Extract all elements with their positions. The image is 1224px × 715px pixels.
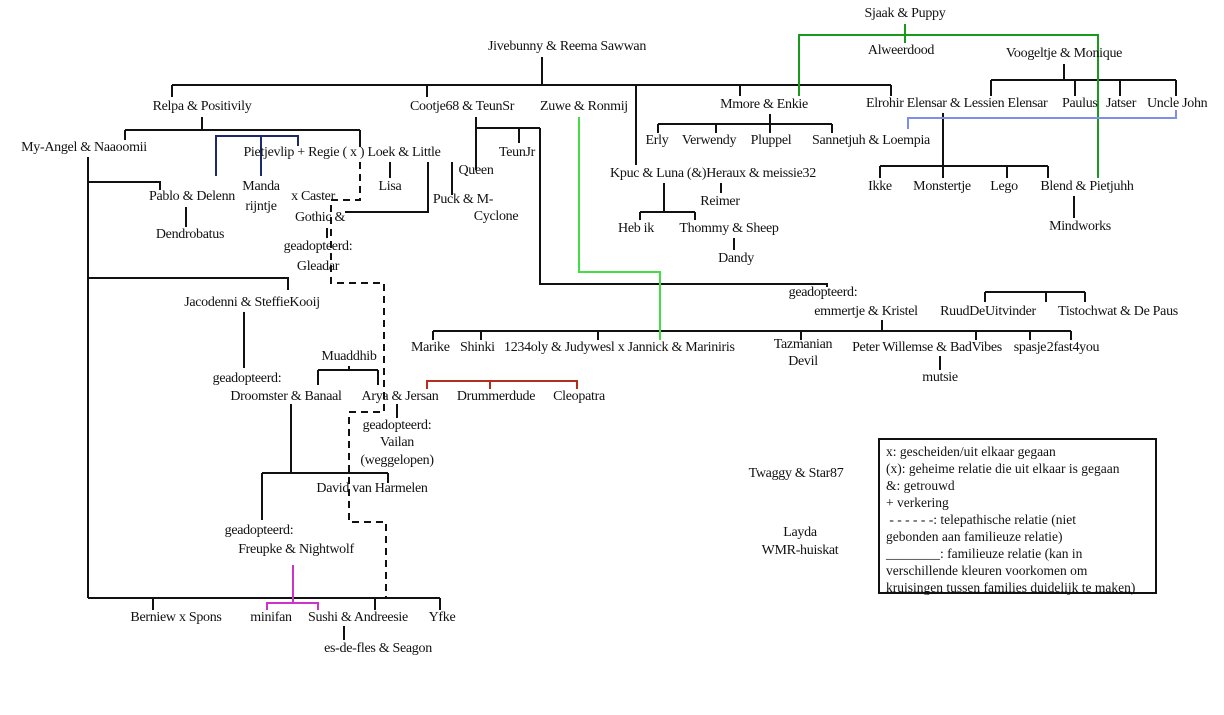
light-green-line [578, 117, 661, 340]
node: minifan [250, 610, 292, 625]
node: Sjaak & Puppy [864, 6, 946, 21]
node: RuudDeUitvinder [940, 304, 1036, 319]
node: Freupke & Nightwolf [238, 542, 354, 557]
node: Dandy [718, 251, 754, 266]
node: Reimer [700, 194, 740, 209]
node: Erly [645, 133, 669, 148]
node: Monstertje [913, 179, 971, 194]
node: Mmore & Enkie [720, 97, 808, 112]
node: Droomster & Banaal [230, 389, 342, 404]
node: geadopteerd: [788, 285, 858, 300]
node: Gothic & [294, 210, 346, 225]
node: mutsie [922, 370, 958, 385]
legend-item: - - - - - -: telepathische relatie (niet [886, 512, 1077, 527]
node: TeunJr [498, 145, 536, 160]
node: Jivebunny & Reema Sawwan [487, 39, 647, 54]
node: geadopteerd: [362, 418, 432, 433]
node: Dendrobatus [155, 227, 225, 242]
blue-line [215, 135, 299, 176]
node: 1234oly & Judywesl x Jannick & Mariniris [504, 340, 735, 355]
node: Ikke [868, 179, 892, 194]
node: Uncle John [1147, 96, 1208, 111]
red-line [426, 380, 578, 389]
node: Marike [411, 340, 450, 355]
node: My-Angel & Naaoomii [21, 140, 147, 155]
node: Thommy & Sheep [679, 221, 779, 236]
node: Heb ik [618, 221, 654, 236]
node: rijntje [245, 199, 277, 214]
node: Cootje68 & TeunSr [410, 99, 515, 114]
node: Tistochwat & De Paus [1058, 304, 1178, 319]
node: Pablo & Delenn [148, 189, 236, 204]
legend-item: kruisingen tussen families duidelijk te … [886, 580, 1136, 595]
node: 2fast4you [1046, 340, 1100, 355]
node: Verwendy [681, 133, 737, 148]
node: Alweerdood [867, 43, 935, 58]
node: es-de-fles & Seagon [324, 641, 432, 656]
node: geadopteerd: [212, 371, 282, 386]
legend-item: ________: familieuze relatie (kan in [886, 546, 1083, 561]
node: Lisa [378, 179, 402, 194]
node: Shinki [460, 340, 495, 355]
telepathic-dashed-line [330, 162, 387, 598]
node: Berniew x Spons [130, 610, 222, 625]
node: Zuwe & Ronmij [540, 99, 628, 114]
node: (weggelopen) [360, 453, 434, 468]
node: Devil [788, 354, 818, 369]
legend-item: gebonden aan familieuze relatie) [886, 529, 1063, 544]
node: Elrohir Elensar & Lessien Elensar [866, 96, 1048, 111]
node: Lego [990, 179, 1018, 194]
node: WMR-huiskat [761, 543, 839, 558]
node: Voogeltje & Monique [1005, 46, 1123, 61]
node: Queen [458, 163, 494, 178]
node: Puck & M- [432, 192, 494, 207]
periwinkle-line [907, 110, 1177, 129]
node: Sannetjuh & Loempia [812, 133, 930, 148]
node: Muaddhib [321, 349, 377, 364]
node: Arya & Jersan [361, 389, 439, 404]
node: Jatser [1106, 96, 1137, 111]
node: geadopteerd: [283, 239, 353, 254]
node: Sushi & Andreesie [308, 610, 408, 625]
node: Pietjevlip + Regie ( x ) Loek & Little [243, 145, 441, 160]
node: Tazmanian [773, 337, 833, 352]
node: Manda [242, 179, 280, 194]
legend-item: &: getrouwd [886, 478, 955, 493]
node: Blend & Pietjuhh [1040, 179, 1134, 194]
node: emmertje & Kristel [814, 304, 918, 319]
node: Jacodenni & SteffieKooij [184, 295, 320, 310]
family-lines [87, 57, 1177, 640]
node: Gleadar [296, 259, 340, 274]
node: David van Harmelen [316, 481, 428, 496]
node: Pluppel [750, 133, 792, 148]
legend-item: verschillende kleuren voorkomen om [886, 563, 1088, 578]
node: Relpa & Positivily [152, 99, 252, 114]
node: Kpuc & Luna (&)Heraux & meissie32 [610, 166, 816, 181]
node: Layda [783, 525, 817, 540]
magenta-line [266, 565, 319, 610]
node: Drummerdude [456, 389, 536, 404]
node: x Caster [291, 189, 335, 204]
legend-item: (x): geheime relatie die uit elkaar is g… [886, 461, 1120, 476]
legend-box: x: gescheiden/uit elkaar gegaan (x): geh… [878, 438, 1157, 595]
node: Paulus [1062, 96, 1098, 111]
node: Vailan [380, 435, 414, 450]
node: Peter Willemse & BadVibes [852, 340, 1002, 355]
node: spasje [1013, 340, 1047, 355]
node: Cyclone [473, 209, 519, 224]
dark-green-line [798, 24, 1099, 178]
legend-item: x: gescheiden/uit elkaar gegaan [886, 444, 1056, 459]
legend-item: + verkering [886, 495, 949, 510]
node: Twaggy & Star87 [748, 466, 844, 481]
node: Yfke [428, 610, 456, 625]
node: geadopteerd: [224, 523, 294, 538]
node: Mindworks [1049, 219, 1111, 234]
node: Cleopatra [553, 389, 605, 404]
